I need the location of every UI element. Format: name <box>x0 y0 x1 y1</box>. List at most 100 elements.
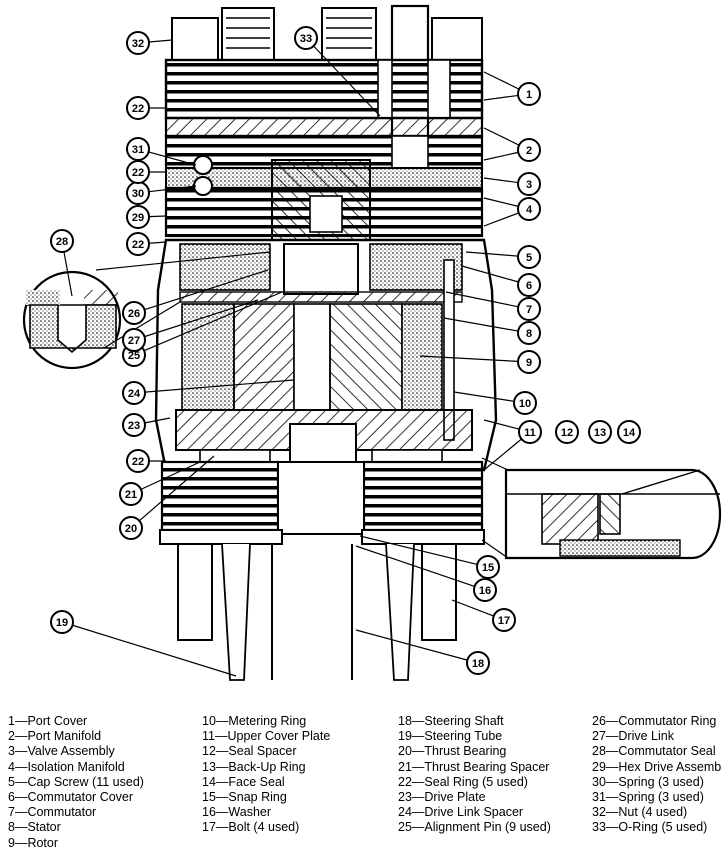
callout-circle <box>518 420 542 444</box>
callout-8: 8 <box>517 321 541 345</box>
callout-9: 9 <box>517 350 541 374</box>
callout-label: 30 <box>132 188 144 200</box>
leader-line <box>144 379 295 393</box>
callout-circle <box>122 381 146 405</box>
callout-circle <box>513 391 537 415</box>
leader-line <box>72 624 237 677</box>
callout-label: 23 <box>128 420 140 432</box>
callout-label: 5 <box>526 252 532 264</box>
main-body-group <box>154 238 498 481</box>
callout-circle <box>617 420 641 444</box>
leader-line <box>443 317 519 332</box>
callout-circle <box>126 232 150 256</box>
callout-label: 31 <box>132 144 144 156</box>
callout-circle <box>517 350 541 374</box>
callout-circle <box>517 273 541 297</box>
callout-circle <box>517 297 541 321</box>
callout-32: 32 <box>126 31 150 55</box>
leader-line <box>355 545 475 588</box>
leader-line <box>313 45 381 117</box>
callout-label: 14 <box>623 427 636 439</box>
callout-13: 13 <box>588 420 612 444</box>
leader-line <box>483 212 519 227</box>
legend-item: 4—Isolation Manifold <box>8 759 125 774</box>
legend-item: 24—Drive Link Spacer <box>398 805 524 820</box>
callout-2: 2 <box>517 138 541 162</box>
callout-label: 3 <box>526 179 532 191</box>
callout-10: 10 <box>513 391 537 415</box>
leader-line <box>148 185 197 193</box>
callout-circle <box>517 321 541 345</box>
callout-22: 22 <box>126 160 150 184</box>
callout-label: 28 <box>56 236 68 248</box>
callout-22: 22 <box>126 449 150 473</box>
callout-circle <box>466 651 490 675</box>
leader-line <box>483 127 520 146</box>
detail-inset-left <box>22 251 271 370</box>
leader-line <box>445 291 519 308</box>
callout-33: 33 <box>294 26 318 50</box>
callout-21: 21 <box>119 482 143 506</box>
callout-label: 29 <box>132 212 144 224</box>
callout-31: 31 <box>126 137 150 161</box>
callout-label: 9 <box>526 357 532 369</box>
callout-28: 28 <box>50 229 74 253</box>
leader-line <box>419 355 519 362</box>
callout-circle <box>473 578 497 602</box>
legend-item: 2—Port Manifold <box>8 729 102 744</box>
callout-15: 15 <box>476 555 500 579</box>
parts-legend: 1—Port Cover 2—Port Manifold 3—Valve Ass… <box>0 714 726 856</box>
callout-label: 15 <box>482 562 494 574</box>
leader-line <box>483 94 519 101</box>
leader-line <box>140 461 201 490</box>
callout-label: 22 <box>132 456 144 468</box>
callout-circle <box>517 82 541 106</box>
legend-item: 20—Thrust Bearing <box>398 744 507 759</box>
callout-label: 26 <box>128 308 140 320</box>
leader-line <box>451 599 494 617</box>
callout-label: 22 <box>132 167 144 179</box>
callout-label: 32 <box>132 38 144 50</box>
callout-circle <box>294 26 318 50</box>
callout-30: 30 <box>126 181 150 205</box>
callout-circle <box>517 138 541 162</box>
callout-label: 21 <box>125 489 137 501</box>
legend-item: 13—Back-Up Ring <box>202 759 306 774</box>
valve-isolation-group <box>164 155 484 241</box>
callout-7: 7 <box>517 297 541 321</box>
legend-item: 5—Cap Screw (11 used) <box>8 774 144 789</box>
callout-circle <box>50 610 74 634</box>
callout-5: 5 <box>517 245 541 269</box>
callout-circle <box>126 449 150 473</box>
callout-circle <box>555 420 579 444</box>
callout-label: 33 <box>300 33 312 45</box>
leader-line <box>453 391 515 402</box>
callout-circle <box>119 516 143 540</box>
callout-label: 1 <box>526 89 532 101</box>
legend-item: 16—Washer <box>202 805 272 820</box>
callout-circle <box>126 31 150 55</box>
callout-27: 27 <box>122 328 146 352</box>
callout-label: 11 <box>524 427 536 439</box>
callout-circle <box>517 197 541 221</box>
leader-line <box>483 177 519 184</box>
legend-item: 30—Spring (3 used) <box>592 774 704 789</box>
legend-item: 17—Bolt (4 used) <box>202 820 300 835</box>
leader-line <box>148 39 173 43</box>
callout-label: 22 <box>132 103 144 115</box>
callout-17: 17 <box>492 608 516 632</box>
legend-item: 12—Seal Spacer <box>202 744 297 759</box>
callout-label: 19 <box>56 617 68 629</box>
leader-line <box>143 291 283 352</box>
callout-23: 23 <box>122 413 146 437</box>
callout-19: 19 <box>50 610 74 634</box>
legend-column-1: 1—Port Cover 2—Port Manifold 3—Valve Ass… <box>8 714 144 851</box>
legend-item: 15—Snap Ring <box>202 790 287 805</box>
callout-label: 10 <box>519 398 531 410</box>
leader-line <box>144 269 269 311</box>
legend-item: 26—Commutator Ring <box>592 714 717 728</box>
legend-item: 27—Drive Link <box>592 729 674 744</box>
leader-line <box>148 241 167 244</box>
callout-circle <box>517 245 541 269</box>
